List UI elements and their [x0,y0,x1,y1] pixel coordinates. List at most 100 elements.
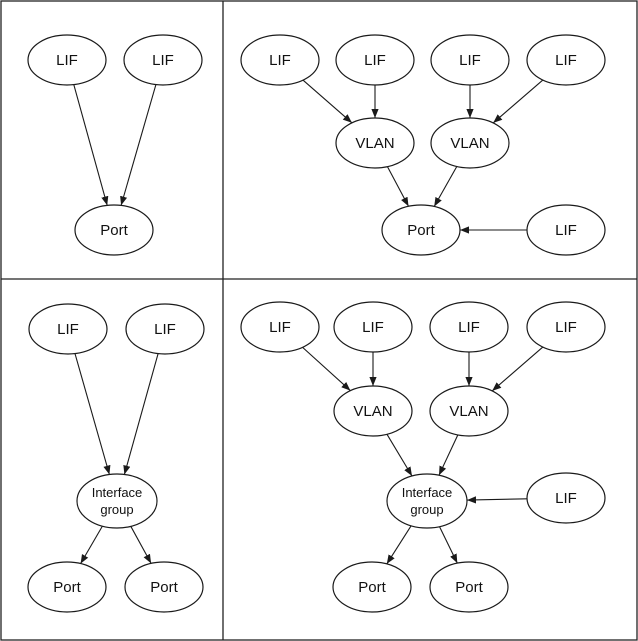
port-ellipse [429,561,509,613]
edge-bl-ifgrp-to-bl-port1 [80,525,103,564]
lif-ellipse [123,34,203,86]
node-lif: LIF [240,301,320,353]
port-ellipse [74,204,154,256]
node-vlan: VLAN [430,117,510,169]
node-label: LIF [555,222,577,239]
lif-ellipse [526,472,606,524]
edge-br-ifgrp-to-br-port2 [439,526,458,564]
node-lif: LIF [429,301,509,353]
lif-ellipse [335,34,415,86]
node-vlan: VLAN [429,385,509,437]
node-lif: LIF [123,34,203,86]
node-vlan: VLAN [333,385,413,437]
panel-top-right: LIF LIF LIF LIF VLAN VLAN Port LIF [240,34,606,256]
node-label: VLAN [353,403,392,420]
node-lif: LIF [27,34,107,86]
node-interface-group: Interface group [76,473,158,529]
lif-ellipse [430,34,510,86]
interface-group-ellipse [76,473,158,529]
panel-top-left: LIF LIF Port [27,34,203,256]
vlan-ellipse [429,385,509,437]
node-label: VLAN [355,135,394,152]
lif-ellipse [240,34,320,86]
node-label: LIF [154,321,176,338]
vlan-ellipse [335,117,415,169]
node-label-line1: Interface [402,485,453,500]
node-label: Port [53,579,81,596]
node-label: Port [407,222,435,239]
edge-tr-vlan2-to-tr-port [433,166,458,207]
node-label: Port [100,222,128,239]
edge-br-ifgrp-to-br-port1 [386,525,412,565]
node-label: LIF [364,52,386,69]
node-port: Port [124,561,204,613]
node-lif: LIF [526,301,606,353]
node-port: Port [429,561,509,613]
lif-ellipse [240,301,320,353]
node-interface-group: Interface group [386,473,468,529]
node-port: Port [74,204,154,256]
node-label: LIF [459,52,481,69]
edge-bl-ifgrp-to-bl-port2 [130,526,152,564]
panel-bottom-right: LIF LIF LIF LIF VLAN VLAN Interface group LIF Por… [240,301,606,613]
lif-ellipse [125,303,205,355]
lif-ellipse [526,34,606,86]
node-lif: LIF [526,472,606,524]
edge-tr-lif4-to-tr-vlan2 [492,79,544,124]
node-label: VLAN [449,403,488,420]
lif-ellipse [526,301,606,353]
interface-group-ellipse [386,473,468,529]
node-label: LIF [362,319,384,336]
node-label: LIF [56,52,78,69]
node-label: VLAN [450,135,489,152]
node-label-line2: group [410,502,443,517]
node-lif: LIF [335,34,415,86]
node-vlan: VLAN [335,117,415,169]
lif-ellipse [333,301,413,353]
node-label: LIF [555,319,577,336]
node-label: LIF [269,52,291,69]
edge-bl-lif1-to-bl-ifgrp [74,353,111,475]
edge-br-lif4-to-br-vlan2 [491,346,544,392]
node-lif: LIF [526,34,606,86]
node-lif: LIF [240,34,320,86]
lif-ellipse [28,303,108,355]
node-label: Port [150,579,178,596]
edge-tl-lif1-to-tl-port [73,84,109,206]
node-lif: LIF [526,204,606,256]
edge-br-vlan1-to-br-ifgrp [386,434,413,477]
edge-bl-lif2-to-bl-ifgrp [123,353,159,475]
edge-tr-vlan1-to-tr-port [387,166,409,207]
node-label: LIF [555,490,577,507]
node-port: Port [381,204,461,256]
edge-tr-lif1-to-tr-vlan1 [302,79,353,124]
node-label: Port [455,579,483,596]
node-label: LIF [152,52,174,69]
node-label: Port [358,579,386,596]
node-label: LIF [269,319,291,336]
lif-ellipse [429,301,509,353]
port-ellipse [381,204,461,256]
vlan-ellipse [333,385,413,437]
node-lif: LIF [125,303,205,355]
edge-tl-lif2-to-tl-port [120,84,157,206]
node-label: LIF [57,321,79,338]
edges-layer [73,79,544,565]
port-ellipse [27,561,107,613]
node-label-line2: group [100,502,133,517]
node-label: LIF [458,319,480,336]
node-label-line1: Interface [92,485,143,500]
node-lif: LIF [333,301,413,353]
edge-br-lif5-to-br-ifgrp [466,496,528,504]
port-ellipse [332,561,412,613]
node-lif: LIF [430,34,510,86]
node-label: LIF [555,52,577,69]
node-port: Port [332,561,412,613]
lif-ellipse [526,204,606,256]
lif-ellipse [27,34,107,86]
